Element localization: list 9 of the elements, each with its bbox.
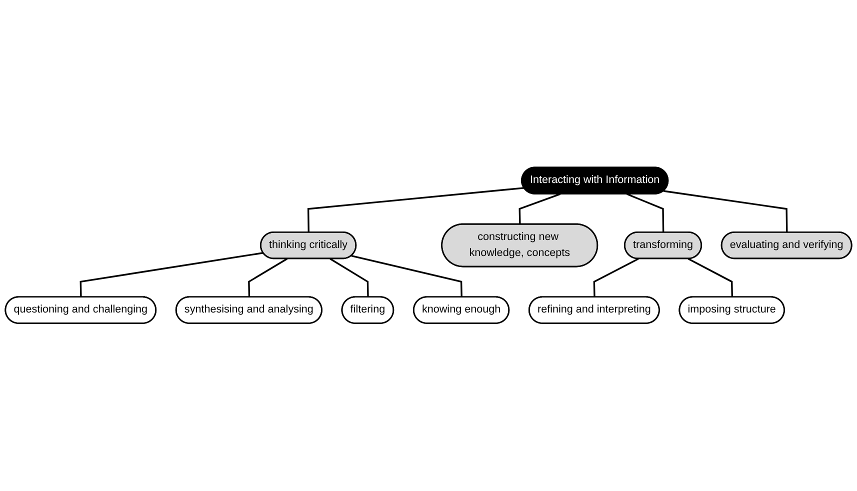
connector — [351, 255, 462, 298]
connector — [663, 190, 788, 233]
connector — [80, 252, 264, 298]
connector — [593, 258, 639, 298]
connector — [518, 193, 561, 225]
connector — [330, 258, 369, 298]
connector — [248, 258, 288, 298]
connector — [688, 258, 734, 298]
connector — [307, 187, 524, 233]
